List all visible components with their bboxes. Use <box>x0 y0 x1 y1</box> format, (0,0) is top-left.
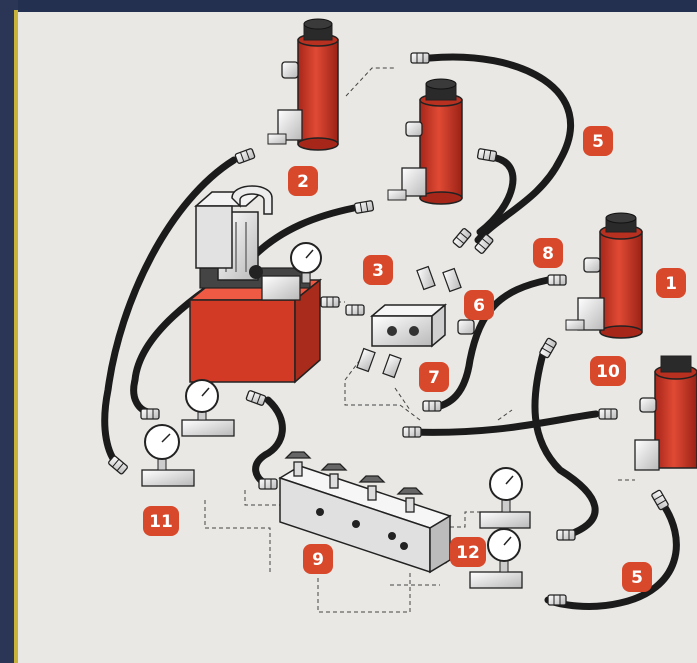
callout-9: 9 <box>303 544 333 574</box>
svg-text:5: 5 <box>631 568 643 588</box>
callout-1: 1 <box>656 268 686 298</box>
svg-text:6: 6 <box>473 296 485 316</box>
callout-7: 7 <box>419 362 449 392</box>
svg-text:10: 10 <box>596 362 620 382</box>
callout-6: 6 <box>464 290 494 320</box>
callout-5-bottom: 5 <box>622 562 652 592</box>
callout-8: 8 <box>533 238 563 268</box>
callout-10: 10 <box>590 356 626 386</box>
svg-text:9: 9 <box>312 550 324 570</box>
callout-5-top: 5 <box>583 126 613 156</box>
svg-text:7: 7 <box>428 368 440 388</box>
svg-text:8: 8 <box>542 244 554 264</box>
callout-11: 11 <box>143 506 179 536</box>
svg-text:1: 1 <box>665 274 677 294</box>
callout-3: 3 <box>363 255 393 285</box>
callout-12: 12 <box>450 537 486 567</box>
svg-text:5: 5 <box>592 132 604 152</box>
frame-gold-line <box>14 10 18 663</box>
svg-text:2: 2 <box>297 172 309 192</box>
svg-text:3: 3 <box>372 261 384 281</box>
svg-text:11: 11 <box>149 512 173 532</box>
callout-2: 2 <box>288 166 318 196</box>
svg-text:12: 12 <box>456 543 480 563</box>
frame-top-band <box>0 0 697 12</box>
